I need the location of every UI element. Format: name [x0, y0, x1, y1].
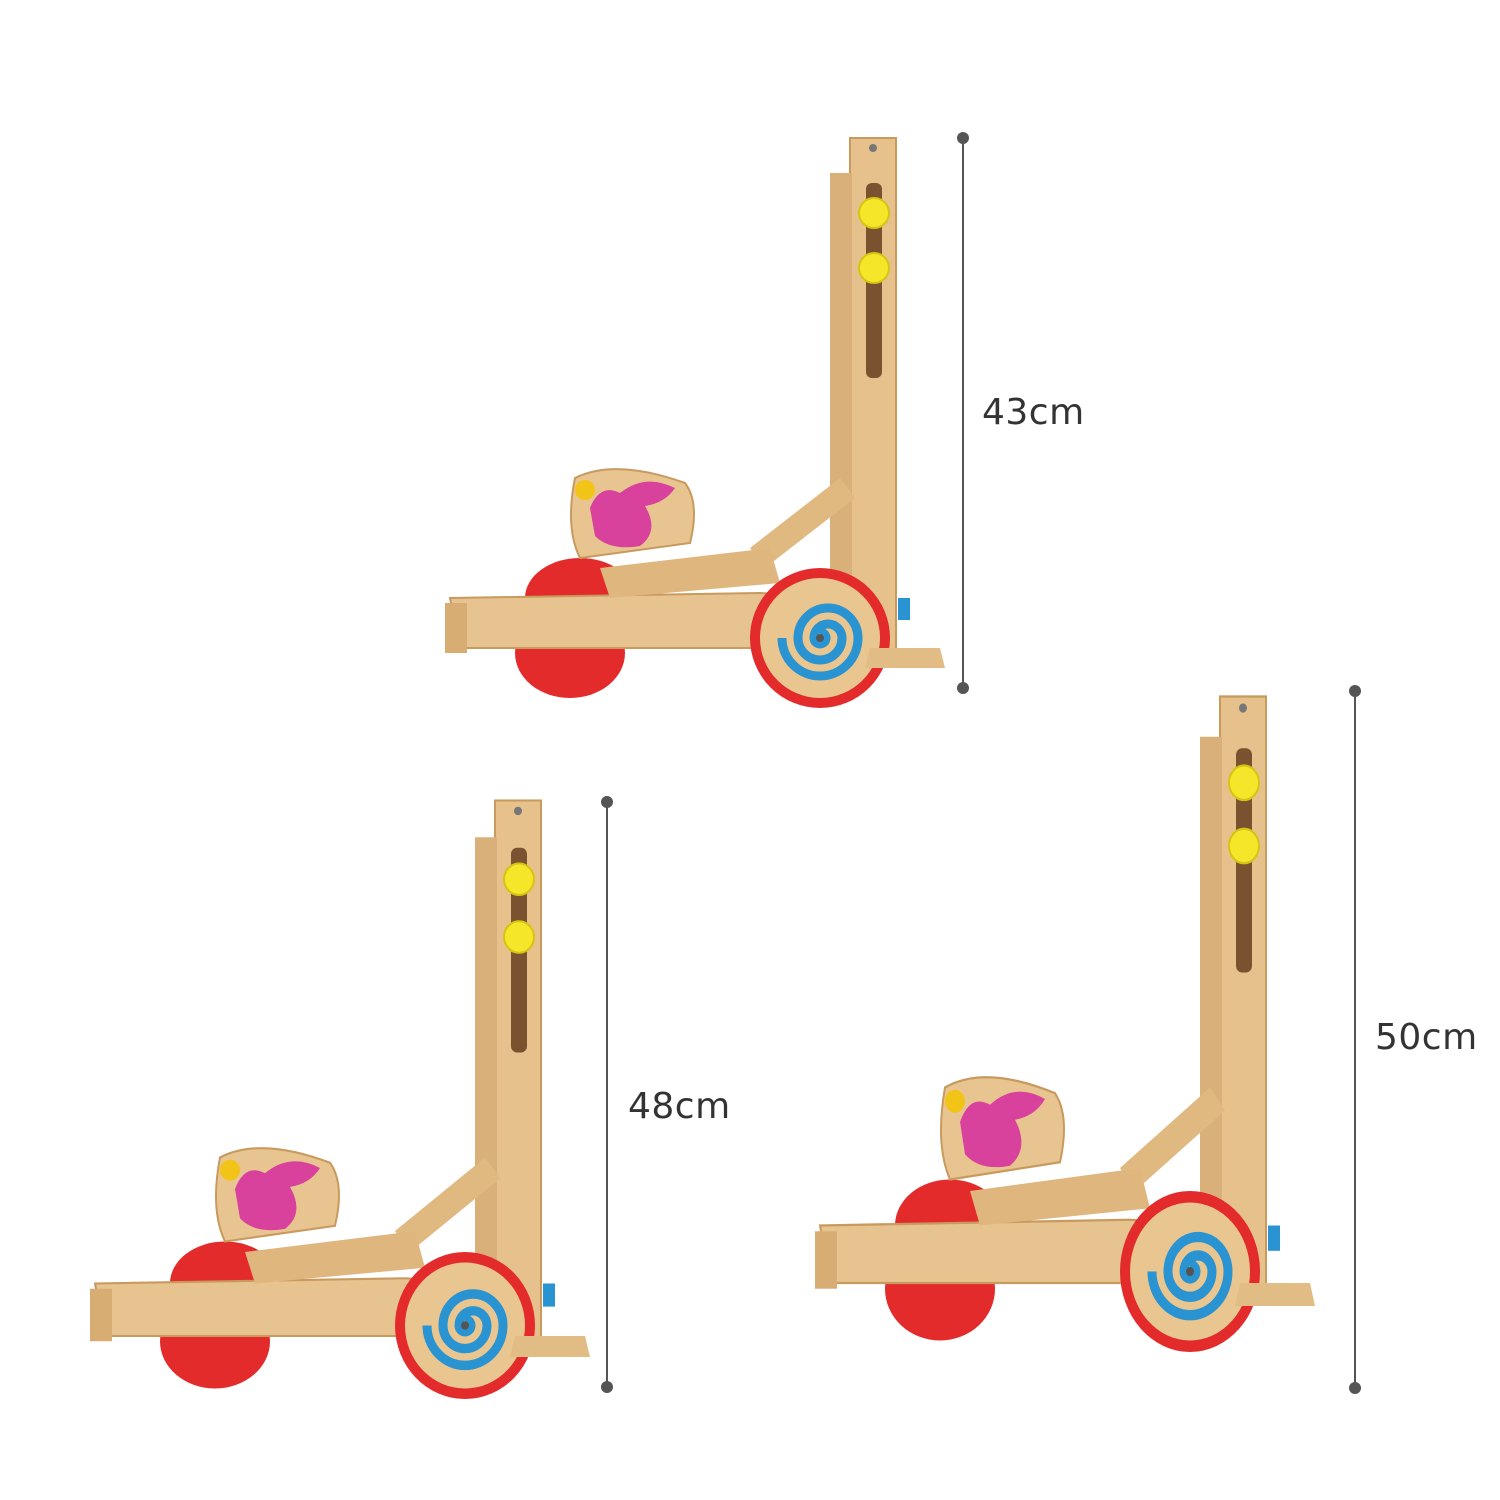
dimension-line-top	[957, 132, 969, 694]
walker-top	[445, 138, 945, 708]
walker-bottom-right	[815, 697, 1315, 1353]
height-label-top: 43cm	[982, 392, 1085, 433]
height-label-bottom-right: 50cm	[1375, 1017, 1478, 1058]
height-label-bottom-left: 48cm	[628, 1086, 731, 1127]
walker-bottom-left	[90, 801, 590, 1400]
dimension-line-bottom-left	[601, 796, 613, 1393]
dimension-line-bottom-right	[1349, 685, 1361, 1394]
